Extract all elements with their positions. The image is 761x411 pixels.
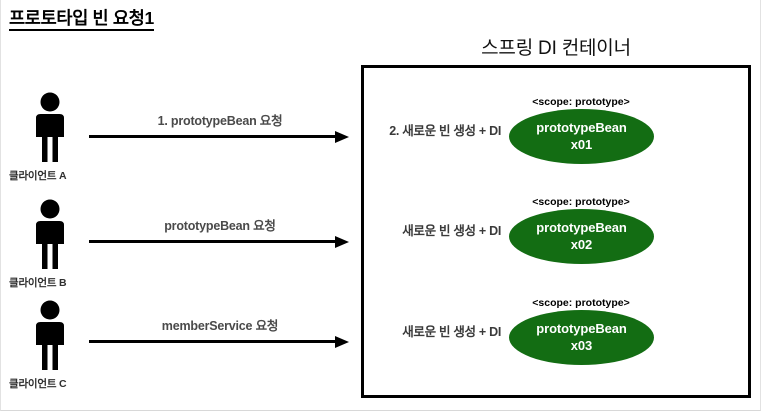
request-arrow-3-label: memberService 요청 bbox=[161, 319, 279, 333]
bean-node-1: prototypeBean x01 bbox=[509, 109, 654, 164]
bean-node-3: prototypeBean x03 bbox=[509, 310, 654, 365]
bean-scope-label-3: <scope: prototype> bbox=[532, 297, 630, 309]
request-arrow-1: 1. prototypeBean 요청 bbox=[89, 110, 351, 143]
bean-group-1: 2. 새로운 빈 생성 + DI <scope: prototype> prot… bbox=[371, 96, 671, 166]
bean-name-3: prototypeBean bbox=[536, 321, 627, 337]
client-c: 클라이언트 C bbox=[9, 300, 105, 391]
client-a-label: 클라이언트 A bbox=[9, 170, 67, 182]
di-container-heading: 스프링 DI 컨테이너 bbox=[481, 38, 631, 59]
client-a: 클라이언트 A bbox=[9, 92, 105, 183]
request-arrow-3: memberService 요청 bbox=[89, 315, 351, 348]
bean-name-1: prototypeBean bbox=[536, 120, 627, 136]
request-arrow-2-label: prototypeBean 요청 bbox=[164, 219, 276, 233]
bean-id-2: x02 bbox=[570, 236, 593, 252]
bean-id-3: x03 bbox=[570, 337, 593, 353]
client-b: 클라이언트 B bbox=[9, 199, 105, 290]
bean-group-3: 새로운 빈 생성 + DI <scope: prototype> prototy… bbox=[371, 297, 671, 367]
bean-node-2: prototypeBean x02 bbox=[509, 209, 654, 264]
bean-name-2: prototypeBean bbox=[536, 220, 627, 236]
di-container-box bbox=[361, 65, 751, 398]
bean-scope-label-1: <scope: prototype> bbox=[532, 96, 630, 108]
person-icon bbox=[27, 92, 105, 169]
request-arrow-2: prototypeBean 요청 bbox=[89, 215, 351, 248]
bean-creation-label-2: 새로운 빈 생성 + DI bbox=[402, 224, 501, 238]
page-title: 프로토타입 빈 요청1 bbox=[9, 8, 154, 32]
bean-id-1: x01 bbox=[570, 136, 593, 152]
bean-scope-label-2: <scope: prototype> bbox=[532, 196, 630, 208]
arrow-right-icon bbox=[89, 131, 351, 143]
request-arrow-1-label: 1. prototypeBean 요청 bbox=[157, 114, 283, 128]
bean-creation-label-1: 2. 새로운 빈 생성 + DI bbox=[389, 124, 501, 138]
client-c-label: 클라이언트 C bbox=[9, 378, 67, 390]
arrow-right-icon bbox=[89, 236, 351, 248]
client-b-label: 클라이언트 B bbox=[9, 277, 67, 289]
bean-group-2: 새로운 빈 생성 + DI <scope: prototype> prototy… bbox=[371, 196, 671, 266]
bean-creation-label-3: 새로운 빈 생성 + DI bbox=[402, 325, 501, 339]
person-icon bbox=[27, 199, 105, 276]
arrow-right-icon bbox=[89, 336, 351, 348]
person-icon bbox=[27, 300, 105, 377]
